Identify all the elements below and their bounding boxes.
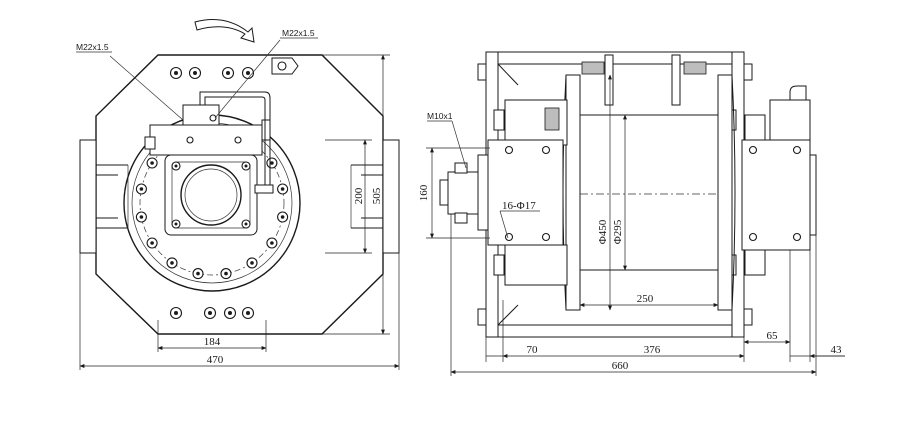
top-bolt-row	[169, 66, 255, 80]
side-bottom-dimensions	[450, 214, 845, 376]
front-horizontal-dimensions	[79, 253, 400, 370]
front-dim-inner-height: 200	[353, 187, 365, 204]
side-left-dimension	[426, 147, 490, 239]
front-dim-bolt-spacing: 184	[204, 336, 221, 348]
side-dim-overall-length: 660	[612, 360, 629, 372]
side-dim-left-offset: 70	[527, 344, 539, 356]
flange-bolt-center	[280, 215, 285, 219]
front-dim-overall-height: 505	[371, 187, 383, 204]
side-view: M10x1 16-Φ17 160 Φ450 Φ295 250	[418, 51, 845, 376]
right-hydraulic-block	[741, 85, 817, 276]
side-callout-thread: M10x1	[427, 111, 453, 121]
front-vertical-dimensions	[322, 54, 390, 335]
front-callout-left-thread: M22x1.5	[76, 42, 109, 52]
valve-block	[144, 57, 299, 194]
flange-bolt-center	[250, 261, 254, 265]
side-diameter-dimensions	[608, 74, 627, 311]
flange-bolt-center	[150, 161, 154, 165]
motor-block	[164, 154, 258, 236]
front-dim-overall-width: 470	[207, 354, 224, 366]
rotation-arrow-icon	[194, 19, 255, 43]
side-dim-frame-length: 376	[644, 344, 661, 356]
front-view: M22x1.5 M22x1.5 200 505 184 470	[76, 19, 400, 370]
side-dim-drum-length: 250	[637, 293, 654, 305]
side-dim-left-height: 160	[418, 184, 430, 201]
drum	[562, 74, 736, 311]
flange-bolt-center	[150, 241, 154, 245]
side-dim-flange-diameter: Φ450	[597, 219, 609, 244]
side-mounting-lugs	[79, 139, 400, 254]
flange-bolt-center	[270, 161, 274, 165]
side-dim-drum-diameter: Φ295	[612, 219, 624, 244]
flange-bolt-center	[139, 215, 144, 219]
flange-bolt-center	[224, 271, 228, 276]
flange-bolt-center	[280, 187, 285, 191]
side-callout-holes: 16-Φ17	[502, 200, 536, 212]
side-dim-right-a: 65	[767, 330, 779, 342]
front-callout-top-thread: M22x1.5	[282, 28, 315, 38]
bottom-bolt-row	[169, 306, 255, 320]
left-motor-housing	[439, 99, 568, 286]
side-dim-right-b: 43	[831, 344, 843, 356]
flange-bolt-center	[196, 271, 200, 276]
flange-bolt-center	[139, 187, 144, 191]
flange-bolt-center	[170, 261, 174, 265]
flange-bolt-center	[270, 241, 274, 245]
